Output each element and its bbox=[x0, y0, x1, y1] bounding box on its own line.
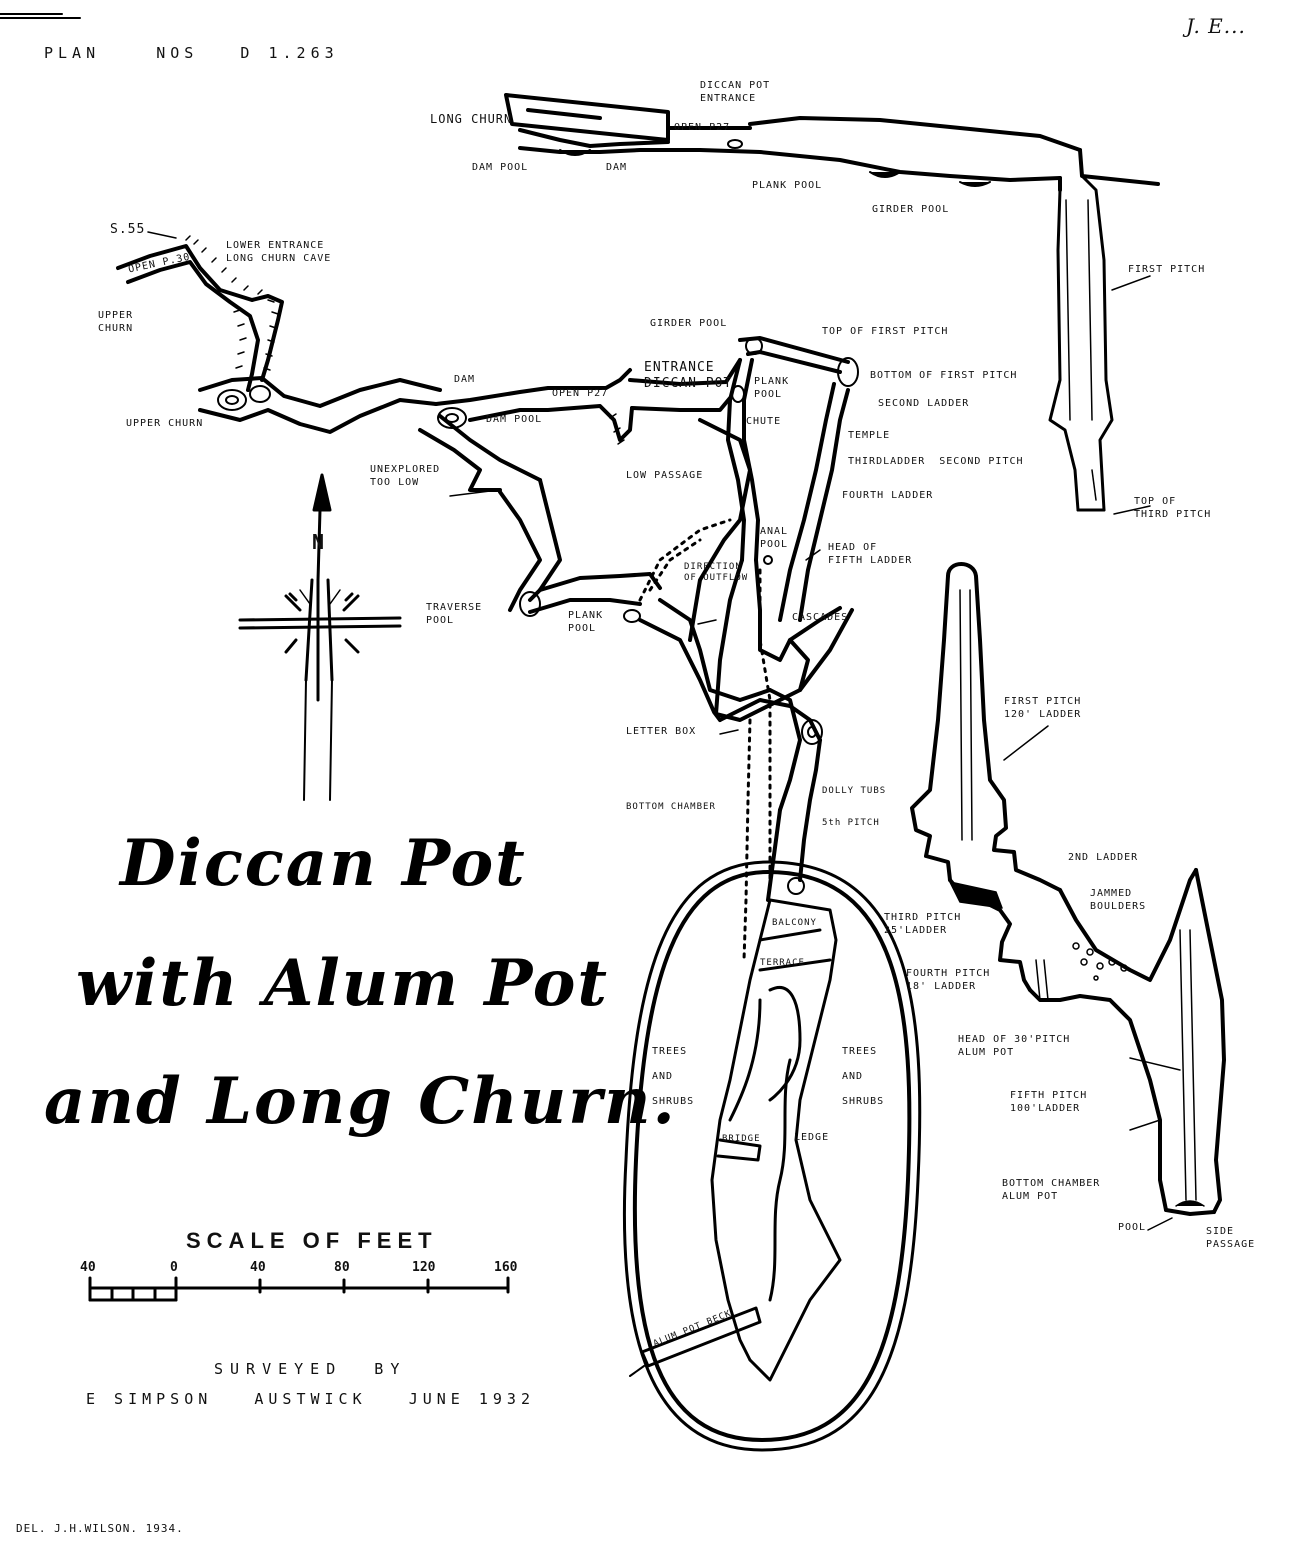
label-bottom-chamber-alum: BOTTOM CHAMBER ALUM POT bbox=[1002, 1178, 1101, 1202]
label-dam-pool-top: DAM POOL bbox=[472, 162, 529, 173]
signature: J. E... bbox=[1186, 14, 1246, 38]
label-trees-right: TREES AND SHRUBS bbox=[842, 1046, 885, 1107]
label-bottom-first-pitch: BOTTOM OF FIRST PITCH bbox=[870, 370, 1018, 381]
scale-tick-label: 160 bbox=[494, 1260, 518, 1275]
outflow-route bbox=[638, 518, 772, 962]
label-second-ladder: SECOND LADDER bbox=[878, 398, 970, 409]
label-low-passage: LOW PASSAGE bbox=[626, 470, 704, 481]
first-pitch-shaft bbox=[1048, 174, 1114, 512]
label-top-third-pitch: TOP OF THIRD PITCH bbox=[1134, 496, 1212, 520]
scale-tick-label: 40 bbox=[80, 1260, 96, 1275]
label-jammed-boulders: JAMMED BOULDERS bbox=[1090, 888, 1147, 912]
leader-lines bbox=[147, 231, 1181, 1231]
surveyed-by: SURVEYED BY bbox=[214, 1360, 407, 1378]
label-letter-box: LETTER BOX bbox=[626, 726, 697, 737]
label-fourth-ladder: FOURTH LADDER bbox=[842, 490, 934, 501]
label-balcony: BALCONY bbox=[772, 918, 817, 928]
label-cascades: CASCADES bbox=[792, 612, 849, 623]
alum-pot-rim bbox=[622, 860, 922, 1452]
compass-rose bbox=[238, 473, 402, 801]
label-long-churn-top: LONG CHURN bbox=[430, 112, 513, 126]
label-lower-entrance: LOWER ENTRANCE LONG CHURN CAVE bbox=[226, 240, 332, 264]
label-dolly-tubs: DOLLY TUBS bbox=[822, 786, 887, 796]
title-line-3: and Long Churn. bbox=[44, 1064, 677, 1139]
label-entrance-diccan: ENTRANCE DICCAN POT bbox=[644, 360, 733, 392]
chamber-markers bbox=[763, 555, 823, 895]
label-diccan-entrance-top: DICCAN POT ENTRANCE bbox=[700, 80, 771, 104]
label-unexplored: UNEXPLORED TOO LOW bbox=[370, 464, 441, 488]
label-plank-pool: PLANK POOL bbox=[754, 376, 790, 400]
label-dam-top: DAM bbox=[606, 162, 628, 173]
scale-tick-label: 0 bbox=[170, 1260, 178, 1275]
scale-title: SCALE OF FEET bbox=[186, 1228, 438, 1253]
label-bottom-chamber-a: BOTTOM CHAMBER bbox=[626, 802, 716, 812]
label-plank-pool-top: PLANK POOL bbox=[752, 180, 823, 191]
label-first-pitch: FIRST PITCH bbox=[1128, 264, 1206, 275]
scale-tick-label: 40 bbox=[250, 1260, 266, 1275]
label-upper-churn: UPPER CHURN bbox=[126, 418, 204, 429]
label-direction-outflow: DIRECTION OF OUTFLOW bbox=[684, 562, 749, 584]
label-bridge: BRIDGE bbox=[722, 1134, 761, 1144]
label-side-passage: SIDE PASSAGE bbox=[1206, 1226, 1256, 1250]
label-traverse-pool: TRAVERSE POOL bbox=[426, 602, 483, 626]
section-ladders bbox=[959, 589, 1197, 1201]
label-third-ladder-second-pitch: THIRDLADDER SECOND PITCH bbox=[848, 456, 1024, 467]
label-upper-churn-left: UPPER CHURN bbox=[98, 310, 134, 334]
label-pool: POOL bbox=[1118, 1222, 1147, 1233]
label-top-first-pitch: TOP OF FIRST PITCH bbox=[822, 326, 949, 337]
long-churn-plan bbox=[116, 244, 742, 614]
label-s55: S.55 bbox=[110, 222, 146, 237]
label-open-p27: OPEN P27 bbox=[552, 388, 609, 399]
compass-north-label: N bbox=[312, 530, 326, 554]
scale-tick-label: 120 bbox=[412, 1260, 436, 1275]
label-ledge: LEDGE bbox=[794, 1132, 830, 1143]
label-second-ladder-right: 2ND LADDER bbox=[1068, 852, 1139, 863]
scale-tick-label: 80 bbox=[334, 1260, 350, 1275]
label-temple: TEMPLE bbox=[848, 430, 891, 441]
title-line-2: with Alum Pot bbox=[76, 946, 609, 1021]
label-first-pitch-120: FIRST PITCH 120' LADDER bbox=[1004, 696, 1082, 720]
label-girder-pool-top: GIRDER POOL bbox=[872, 204, 950, 215]
label-chute: CHUTE bbox=[746, 416, 782, 427]
label-girder-pool: GIRDER POOL bbox=[650, 318, 728, 329]
alum-pot-shaft bbox=[710, 898, 842, 1382]
plan-reference: PLAN NOS D 1.263 bbox=[44, 44, 339, 62]
label-head-30-pitch: HEAD OF 30'PITCH ALUM POT bbox=[958, 1034, 1071, 1058]
label-third-pitch-25: THIRD PITCH 25'LADDER bbox=[884, 912, 962, 936]
jammed-boulders-dots bbox=[949, 881, 1205, 1207]
label-terrace: TERRACE bbox=[760, 958, 805, 968]
label-open-p27-top: OPEN P27 bbox=[674, 122, 731, 133]
label-fifth-pitch-100: FIFTH PITCH 100'LADDER bbox=[1010, 1090, 1088, 1114]
long-churn-elevation bbox=[504, 93, 1160, 192]
dam-pool-top bbox=[559, 149, 991, 187]
label-fifth-pitch-a: 5th PITCH bbox=[822, 818, 880, 828]
label-fourth-pitch-18: FOURTH PITCH 18' LADDER bbox=[906, 968, 991, 992]
draughtsman: DEL. J.H.WILSON. 1934. bbox=[16, 1522, 184, 1535]
alum-pot-section bbox=[910, 562, 1226, 1216]
label-trees-left: TREES AND SHRUBS bbox=[652, 1046, 695, 1107]
title-line-1: Diccan Pot bbox=[120, 826, 527, 901]
corner-rule bbox=[0, 13, 81, 19]
long-churn-rim bbox=[185, 235, 625, 445]
label-anal-pool: ANAL POOL bbox=[760, 526, 789, 550]
scale-bar bbox=[88, 1276, 510, 1302]
label-plank-pool-2: PLANK POOL bbox=[568, 610, 604, 634]
alum-pot-beck bbox=[629, 1306, 762, 1377]
label-dam: DAM bbox=[454, 374, 476, 385]
label-dam-pool: DAM POOL bbox=[486, 414, 543, 425]
surveyor: E SIMPSON AUSTWICK JUNE 1932 bbox=[86, 1390, 535, 1408]
diccan-pot-plan bbox=[638, 336, 854, 902]
label-head-fifth-ladder: HEAD OF FIFTH LADDER bbox=[828, 542, 913, 566]
